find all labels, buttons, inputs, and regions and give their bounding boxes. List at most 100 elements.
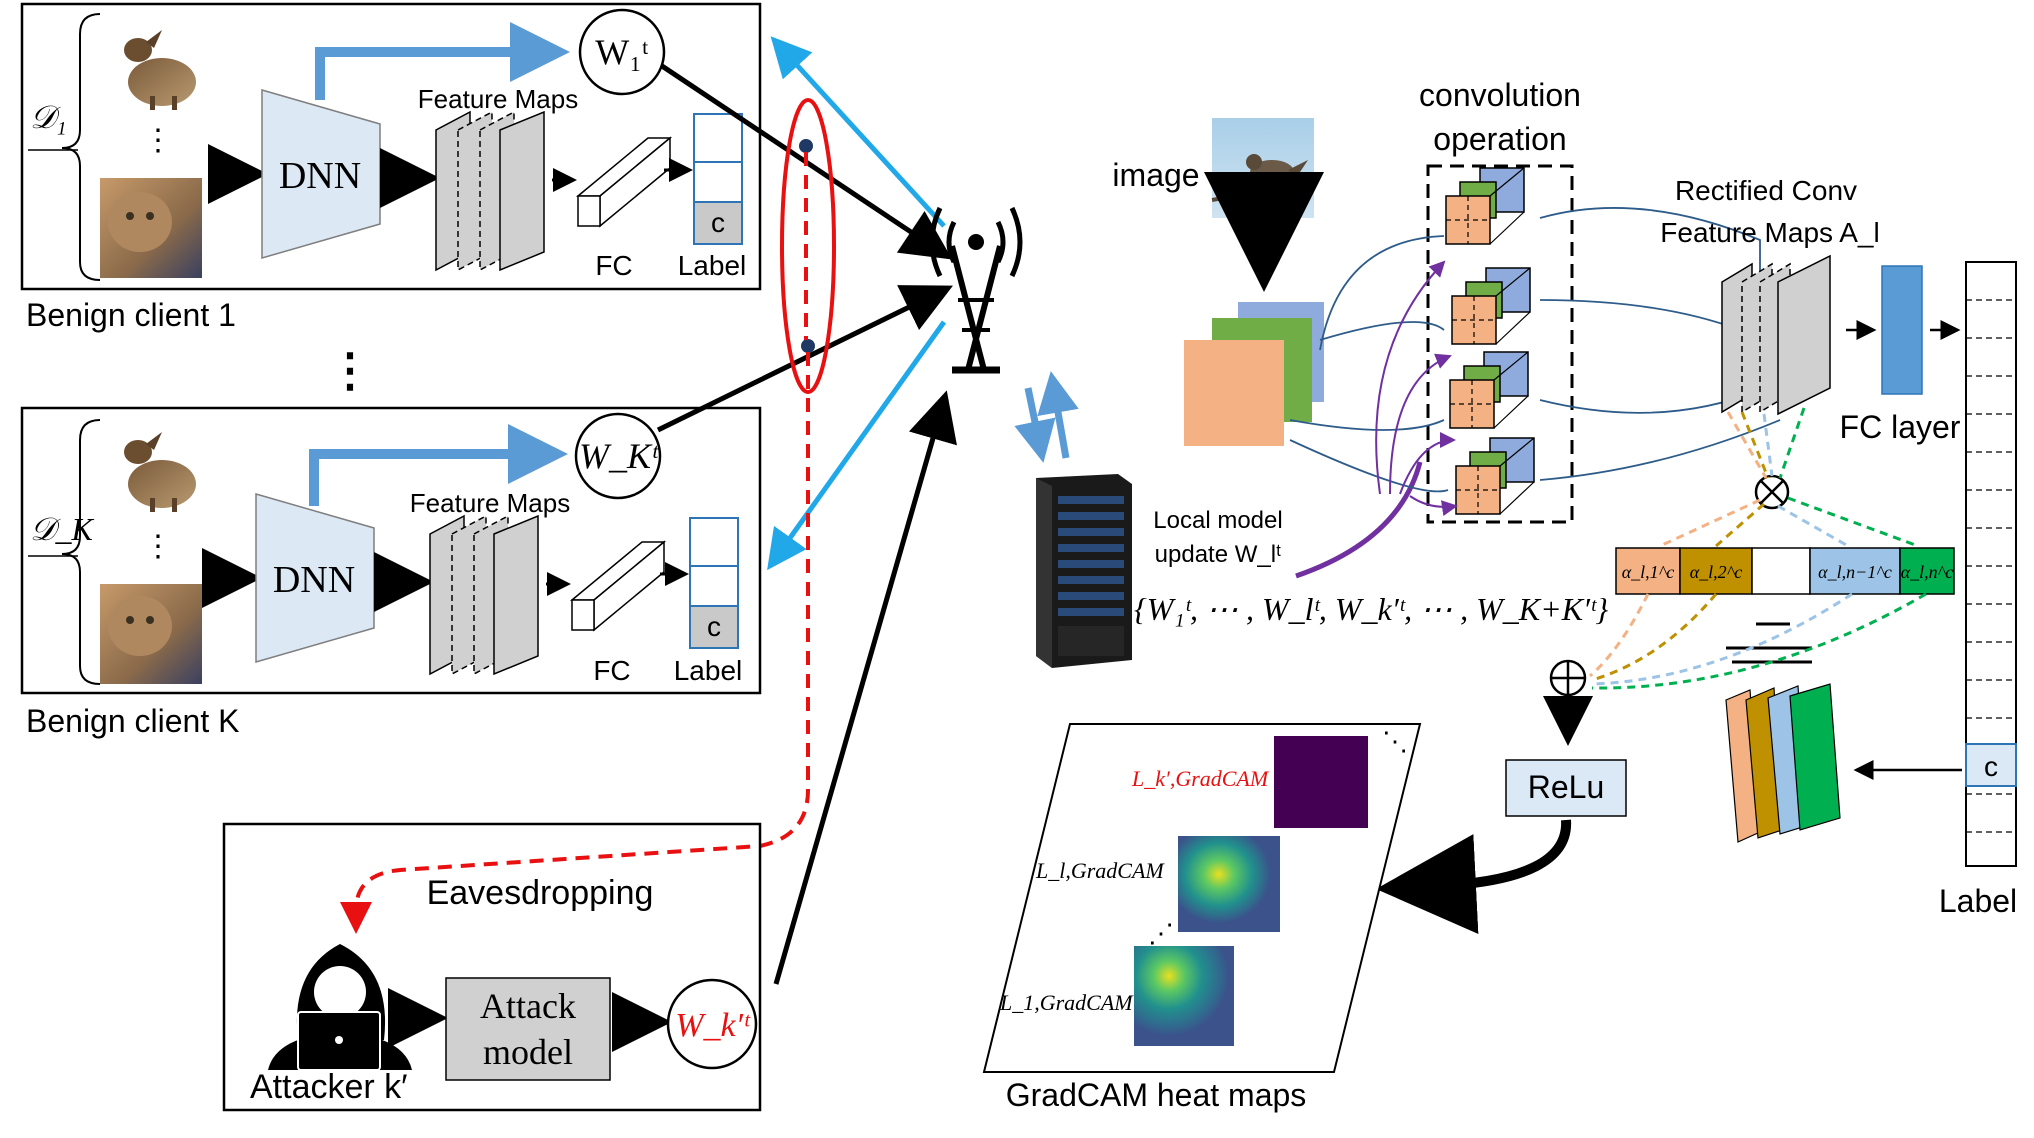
- client-1-image-deer: [124, 30, 196, 110]
- alpha-label-2: α_l,2^c: [1690, 562, 1743, 582]
- heatmap-l-dots: ⋰: [1148, 918, 1174, 948]
- rectified-feature-maps: [1721, 254, 1831, 416]
- conv-connections: [1289, 207, 1781, 493]
- sum-operator: [1549, 659, 1587, 697]
- client-1-skip-arrow: [315, 22, 570, 100]
- heatmap-label-kprime: L_k′,GradCAM: [1131, 766, 1270, 791]
- heatmaps-caption: GradCAM heat maps: [1006, 1077, 1307, 1113]
- conv-kernel: [1451, 267, 1531, 345]
- attacker-box-group: Eavesdropping Attack model W_k′ᵗ Attacke…: [222, 822, 762, 1112]
- benign-client-K: 𝒟_K ⋮ DNN W_Kᵗ Feature Maps: [20, 406, 762, 739]
- heatmap-kprime: [1274, 736, 1368, 828]
- client-K-caption: Benign client K: [26, 703, 239, 739]
- conv-kernels: [1445, 167, 1535, 515]
- multiply-operator: [1754, 474, 1790, 510]
- client-K-label-label: Label: [674, 655, 743, 686]
- eavesdrop-ellipse: [780, 98, 836, 394]
- client-K-image-cat: [100, 584, 202, 684]
- client-K-label-column: [689, 517, 739, 649]
- fc-layer-bar: [1881, 265, 1923, 395]
- alpha-label-n-1: α_l,n−1^c: [1818, 562, 1892, 582]
- tap-point-2: [801, 339, 815, 353]
- convolution-line1: convolution: [1419, 77, 1581, 113]
- alpha-label-n: α_l,n^c: [1901, 562, 1954, 582]
- client-K-image-deer: [124, 432, 196, 512]
- attacker-weight-label: W_k′ᵗ: [675, 1007, 751, 1044]
- client-1-feature-maps: [435, 110, 545, 272]
- client-1-weight-circle: [578, 8, 666, 96]
- benign-client-1: 𝒟₁ ⋮ DNN W₁ᵗ Feature Maps: [20, 2, 762, 333]
- input-channels: [1184, 302, 1324, 446]
- conv-kernel: [1455, 437, 1535, 515]
- client-1-image-dots: ⋮: [143, 124, 173, 157]
- dashed-to-multiply: [1726, 407, 1806, 479]
- client-K-fc-box: [569, 540, 667, 632]
- image-label: image: [1112, 157, 1199, 193]
- client-K-feature-maps: [429, 514, 539, 676]
- attacker-box: [222, 822, 762, 1112]
- client-1-dnn-label: DNN: [279, 155, 361, 197]
- client-K-skip-arrow: [309, 424, 568, 506]
- server-weights-set: {W₁ᵗ, ⋯ , W_lᵗ, W_k′ᵗ, ⋯ , W_K+K′ᵗ}: [1134, 591, 1608, 627]
- client-1-caption: Benign client 1: [26, 297, 236, 333]
- arrow-W1-to-tower: [660, 63, 953, 260]
- client-K-dnn-label: DNN: [273, 559, 355, 601]
- client-1-brace: [61, 13, 101, 281]
- convolution-line2: operation: [1433, 121, 1566, 157]
- client-K-weight-label: W_Kᵗ: [579, 436, 659, 476]
- conv-kernel: [1449, 351, 1529, 429]
- heatmap-l: [1178, 836, 1280, 932]
- arrow-attacker-to-tower: [773, 390, 957, 985]
- eavesdropping-label: Eavesdropping: [427, 874, 654, 912]
- server-rack-icon: [1036, 474, 1132, 668]
- attack-model-line1: Attack: [480, 986, 576, 1026]
- arrow-tower-to-client1: [770, 36, 946, 228]
- arrow-server-to-tower: [1037, 371, 1079, 459]
- tap-point-1: [799, 139, 813, 153]
- dashed-from-multiply: [1659, 496, 1919, 548]
- arrow-update-to-conv: [1295, 461, 1423, 579]
- heatmap-1: [1134, 946, 1234, 1046]
- client-K-brace: [61, 419, 101, 685]
- client-1-fc-box: [575, 136, 673, 228]
- rectified-line2: Feature Maps A_l: [1660, 217, 1879, 248]
- fc-layer-label: FC layer: [1840, 409, 1961, 445]
- alpha-label-1: α_l,1^c: [1622, 562, 1675, 582]
- client-K-class-label: c: [707, 611, 721, 642]
- client-K-fc-label: FC: [593, 655, 630, 686]
- arrow-tower-to-server: [1014, 387, 1056, 463]
- heatmap-label-1: L_1,GradCAM: [999, 990, 1134, 1015]
- attack-model-line2: model: [483, 1032, 573, 1072]
- attacker-caption: Attacker k′: [250, 1068, 408, 1106]
- client-1-label-column: [693, 113, 743, 245]
- relu-box: [1505, 759, 1627, 817]
- purple-weight-arrows: [1375, 260, 1458, 517]
- client-1-feature-maps-label: Feature Maps: [418, 84, 578, 114]
- between-clients-dots: ⋮: [327, 344, 373, 396]
- client-1-weight-label: W₁ᵗ: [595, 32, 649, 72]
- hacker-icon: [268, 944, 412, 1071]
- weighted-maps: [1725, 683, 1841, 843]
- label-class-c: c: [1984, 751, 1998, 782]
- heatmap-kprime-dots: ⋱: [1382, 726, 1408, 756]
- dashed-to-sum: [1589, 592, 1927, 690]
- antenna-tower-icon: [929, 206, 1023, 374]
- label-column: [1965, 261, 2017, 867]
- client-1-class-label: c: [711, 207, 725, 238]
- client-1-dnn-trapezoid: [261, 89, 381, 259]
- arrow-relu-to-heatmaps: [1376, 819, 1572, 934]
- conv-dashed-box: [1426, 164, 1574, 524]
- server-update-line1: Local model: [1153, 507, 1282, 534]
- label-column-label: Label: [1939, 883, 2017, 919]
- server-update-line2: update W_lᵗ: [1155, 541, 1282, 568]
- client-K-feature-maps-label: Feature Maps: [410, 488, 570, 518]
- heatmap-label-l: L_l,GradCAM: [1035, 858, 1165, 883]
- client-1-dataset-label: 𝒟₁: [30, 99, 67, 135]
- relu-label: ReLu: [1528, 769, 1605, 805]
- bird-image: [1211, 118, 1315, 218]
- client-K-dataset-label: 𝒟_K: [30, 511, 95, 547]
- conv-kernel: [1445, 167, 1525, 245]
- equals-sign: [1726, 622, 1812, 664]
- client-K-box: [20, 406, 762, 695]
